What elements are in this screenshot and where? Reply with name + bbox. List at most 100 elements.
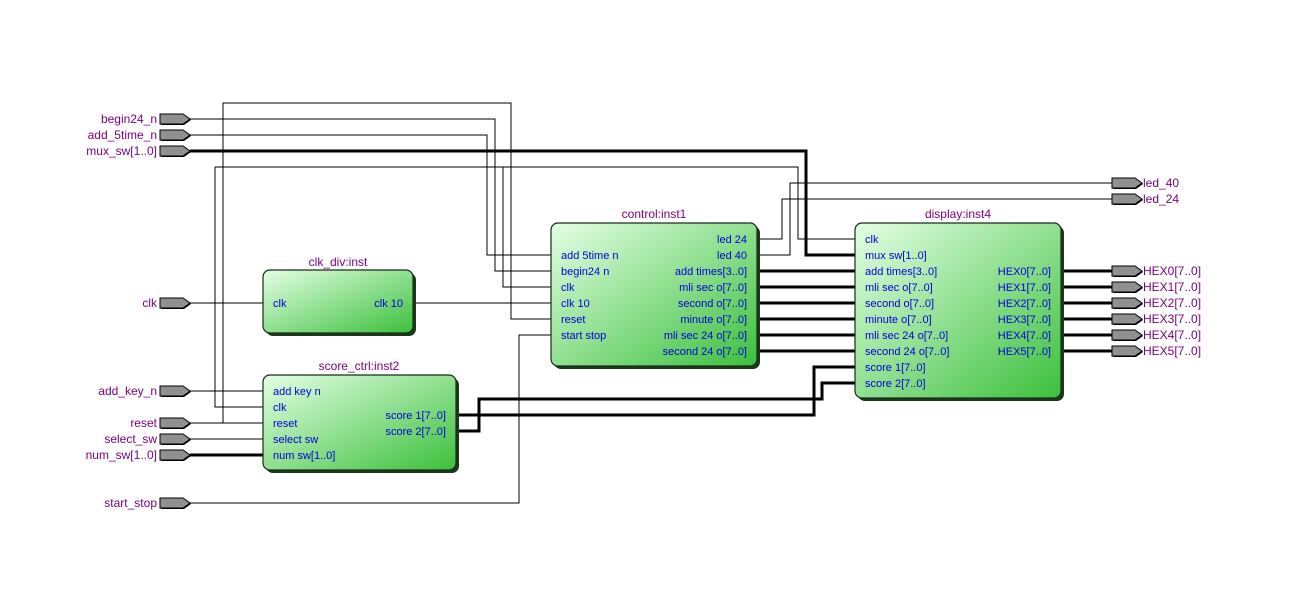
pin-label: add 5time n	[561, 250, 618, 262]
output-pin[interactable]: HEX1[7..0]	[1111, 280, 1201, 294]
output-pin[interactable]: HEX0[7..0]	[1111, 264, 1201, 278]
output-pin-label: HEX4[7..0]	[1143, 328, 1201, 342]
block-body	[262, 269, 414, 334]
input-pin-label: start_stop	[104, 496, 157, 510]
block-body	[262, 374, 457, 471]
pin-label: HEX1[7..0]	[998, 282, 1051, 294]
pin-body	[159, 497, 191, 509]
input-pin-label: clk	[142, 296, 158, 310]
block-clk-div[interactable]: clk_div:inst clk clk 10	[262, 255, 416, 336]
pin-body	[159, 145, 191, 157]
output-pin-label: led_40	[1143, 176, 1179, 190]
pin-label: HEX5[7..0]	[998, 346, 1051, 358]
block-title: score_ctrl:inst2	[319, 359, 400, 373]
pin-label: start stop	[561, 330, 606, 342]
input-pin[interactable]: num_sw[1..0]	[86, 448, 191, 462]
input-pin-label: add_key_n	[98, 384, 157, 398]
block-body	[550, 222, 758, 367]
pin-body	[159, 449, 191, 461]
pin-label: mli sec 24 o[7..0]	[664, 330, 747, 342]
pin-label: second o[7..0]	[678, 298, 747, 310]
pin-label: HEX2[7..0]	[998, 298, 1051, 310]
input-pin-label: add_5time_n	[88, 128, 157, 142]
input-pin[interactable]: start_stop	[104, 496, 191, 510]
wire-clk-score[interactable]	[214, 167, 264, 408]
input-pin-label: select_sw	[104, 432, 157, 446]
pin-label: select sw	[273, 434, 318, 446]
pin-label: minute o[7..0]	[680, 314, 747, 326]
pin-label: led 40	[717, 250, 747, 262]
wire-clk-display[interactable]	[215, 166, 856, 240]
pin-label: num sw[1..0]	[273, 450, 335, 462]
input-pin-label: reset	[130, 416, 157, 430]
pin-body	[159, 297, 191, 309]
input-pin[interactable]: clk	[142, 296, 191, 310]
output-pin[interactable]: HEX3[7..0]	[1111, 312, 1201, 326]
block-body	[854, 222, 1062, 399]
block-title: clk_div:inst	[309, 255, 368, 269]
pin-body	[1111, 193, 1143, 205]
block-control[interactable]: control:inst1 add 5time n begin24 n clk …	[550, 207, 760, 369]
pin-label: clk	[273, 298, 287, 310]
wire-mux-sw[interactable]	[190, 149, 856, 257]
output-pin[interactable]: led_40	[1111, 176, 1179, 190]
block-display[interactable]: display:inst4 clk mux sw[1..0] add times…	[854, 207, 1064, 401]
pin-label: mli sec o[7..0]	[679, 282, 747, 294]
input-pin[interactable]: add_5time_n	[88, 128, 191, 142]
pin-body	[1111, 297, 1143, 309]
pin-label: clk	[561, 282, 575, 294]
wire-start-stop[interactable]	[190, 334, 552, 504]
output-pin[interactable]: HEX4[7..0]	[1111, 328, 1201, 342]
pin-label: clk	[865, 234, 879, 246]
wire-score-2[interactable]	[456, 381, 856, 433]
input-pin[interactable]: begin24_n	[101, 112, 191, 126]
pin-label: add times[3..0]	[865, 266, 937, 278]
pin-body	[159, 113, 191, 125]
block-title: control:inst1	[622, 207, 687, 221]
block-title: display:inst4	[925, 207, 991, 221]
pin-body	[159, 385, 191, 397]
pin-label: mli sec 24 o[7..0]	[865, 330, 948, 342]
pin-body	[1111, 313, 1143, 325]
input-pin[interactable]: mux_sw[1..0]	[86, 144, 191, 158]
pin-label: second o[7..0]	[865, 298, 934, 310]
input-pin-label: num_sw[1..0]	[86, 448, 157, 462]
wire-add-5time-n[interactable]	[190, 134, 552, 256]
pin-body	[159, 417, 191, 429]
wire-led-24[interactable]	[758, 198, 1112, 240]
pin-label: led 24	[717, 234, 747, 246]
pin-label: minute o[7..0]	[865, 314, 932, 326]
wire-begin24-n[interactable]	[190, 118, 552, 272]
wire-led-40[interactable]	[758, 182, 1112, 256]
output-pin[interactable]: led_24	[1111, 192, 1179, 206]
output-pin-label: HEX1[7..0]	[1143, 280, 1201, 294]
output-pin[interactable]: HEX2[7..0]	[1111, 296, 1201, 310]
pin-body	[1111, 281, 1143, 293]
pin-body	[1111, 329, 1143, 341]
input-pin[interactable]: select_sw	[104, 432, 191, 446]
block-score-ctrl[interactable]: score_ctrl:inst2 add key n clk reset sel…	[262, 359, 459, 473]
pin-label: add key n	[273, 386, 321, 398]
wire-reset-control[interactable]	[222, 102, 552, 423]
wire-clk-control[interactable]	[502, 167, 552, 288]
output-pin[interactable]: HEX5[7..0]	[1111, 344, 1201, 358]
output-pin-label: HEX2[7..0]	[1143, 296, 1201, 310]
input-pin[interactable]: add_key_n	[98, 384, 191, 398]
output-pin-label: HEX0[7..0]	[1143, 264, 1201, 278]
pin-body	[1111, 265, 1143, 277]
pin-label: add times[3..0]	[675, 266, 747, 278]
pin-label: second 24 o[7..0]	[663, 346, 747, 358]
input-pins: begin24_n add_5time_n mux_sw[1..0]clk add_k…	[86, 112, 191, 510]
pin-label: second 24 o[7..0]	[865, 346, 949, 358]
pin-label: clk 10	[374, 298, 403, 310]
pin-label: score 2[7..0]	[865, 378, 926, 390]
output-pin-label: HEX3[7..0]	[1143, 312, 1201, 326]
pin-label: mux sw[1..0]	[865, 250, 927, 262]
input-pin-label: begin24_n	[101, 112, 157, 126]
input-pin[interactable]: reset	[130, 416, 191, 430]
pin-label: HEX4[7..0]	[998, 330, 1051, 342]
pin-body	[159, 433, 191, 445]
wire-score-1[interactable]	[456, 365, 856, 417]
